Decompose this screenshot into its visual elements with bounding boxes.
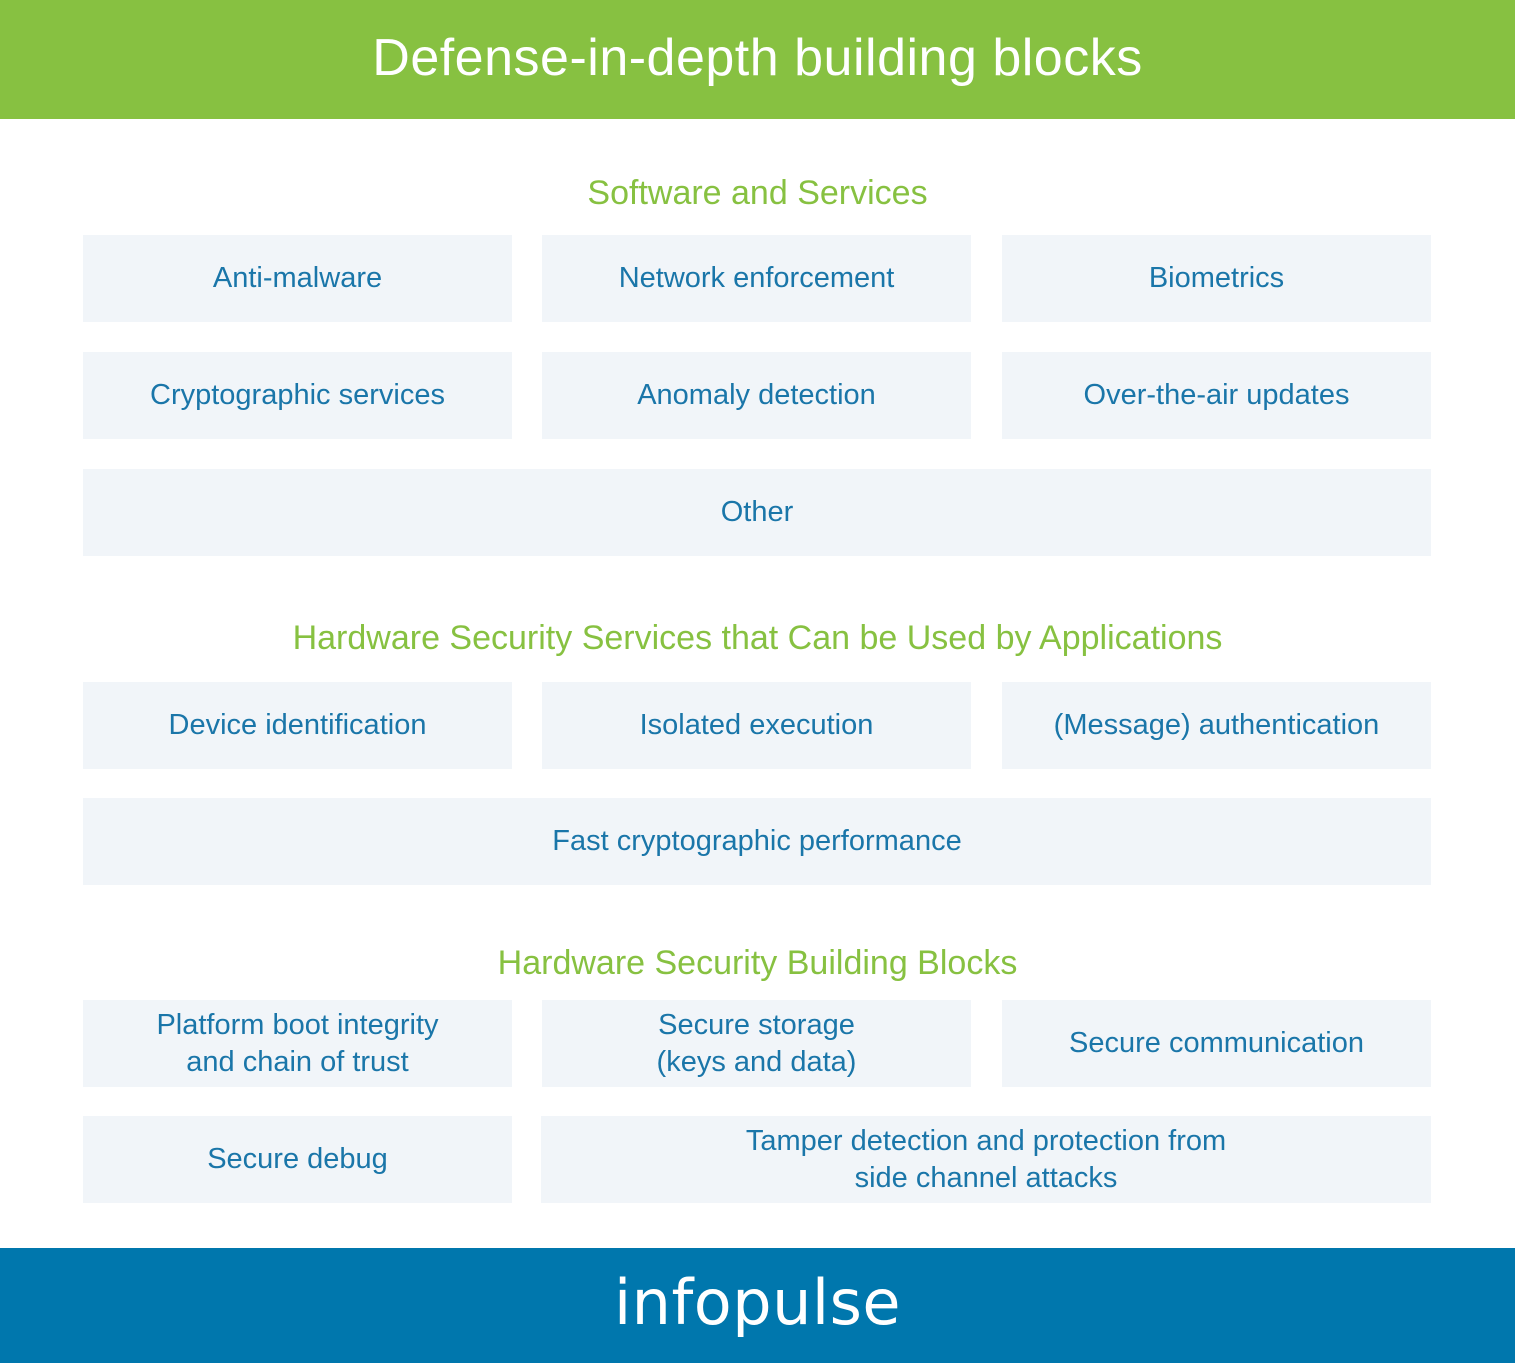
block-device-identification: Device identification — [83, 682, 512, 769]
infopulse-logo: infopulse — [613, 1266, 902, 1339]
header-banner: Defense-in-depth building blocks — [0, 0, 1515, 119]
page-title: Defense-in-depth building blocks — [372, 28, 1143, 87]
block-isolated-execution: Isolated execution — [542, 682, 971, 769]
block-cryptographic-services: Cryptographic services — [83, 352, 512, 439]
footer-banner: infopulse — [0, 1248, 1515, 1363]
block-secure-communication: Secure communication — [1002, 1000, 1431, 1087]
block-fast-crypto: Fast cryptographic performance — [83, 798, 1431, 885]
block-other: Other — [83, 469, 1431, 556]
block-platform-boot: Platform boot integrity and chain of tru… — [83, 1000, 512, 1087]
block-network-enforcement: Network enforcement — [542, 235, 971, 322]
section-title-software: Software and Services — [587, 174, 928, 212]
block-biometrics: Biometrics — [1002, 235, 1431, 322]
block-tamper-detection: Tamper detection and protection from sid… — [541, 1116, 1431, 1203]
block-secure-storage: Secure storage (keys and data) — [542, 1000, 971, 1087]
block-anomaly-detection: Anomaly detection — [542, 352, 971, 439]
section-title-hw-blocks: Hardware Security Building Blocks — [497, 944, 1018, 982]
block-secure-debug: Secure debug — [83, 1116, 512, 1203]
section-title-hw-services: Hardware Security Services that Can be U… — [292, 619, 1223, 657]
block-ota-updates: Over-the-air updates — [1002, 352, 1431, 439]
block-anti-malware: Anti-malware — [83, 235, 512, 322]
block-message-authentication: (Message) authentication — [1002, 682, 1431, 769]
